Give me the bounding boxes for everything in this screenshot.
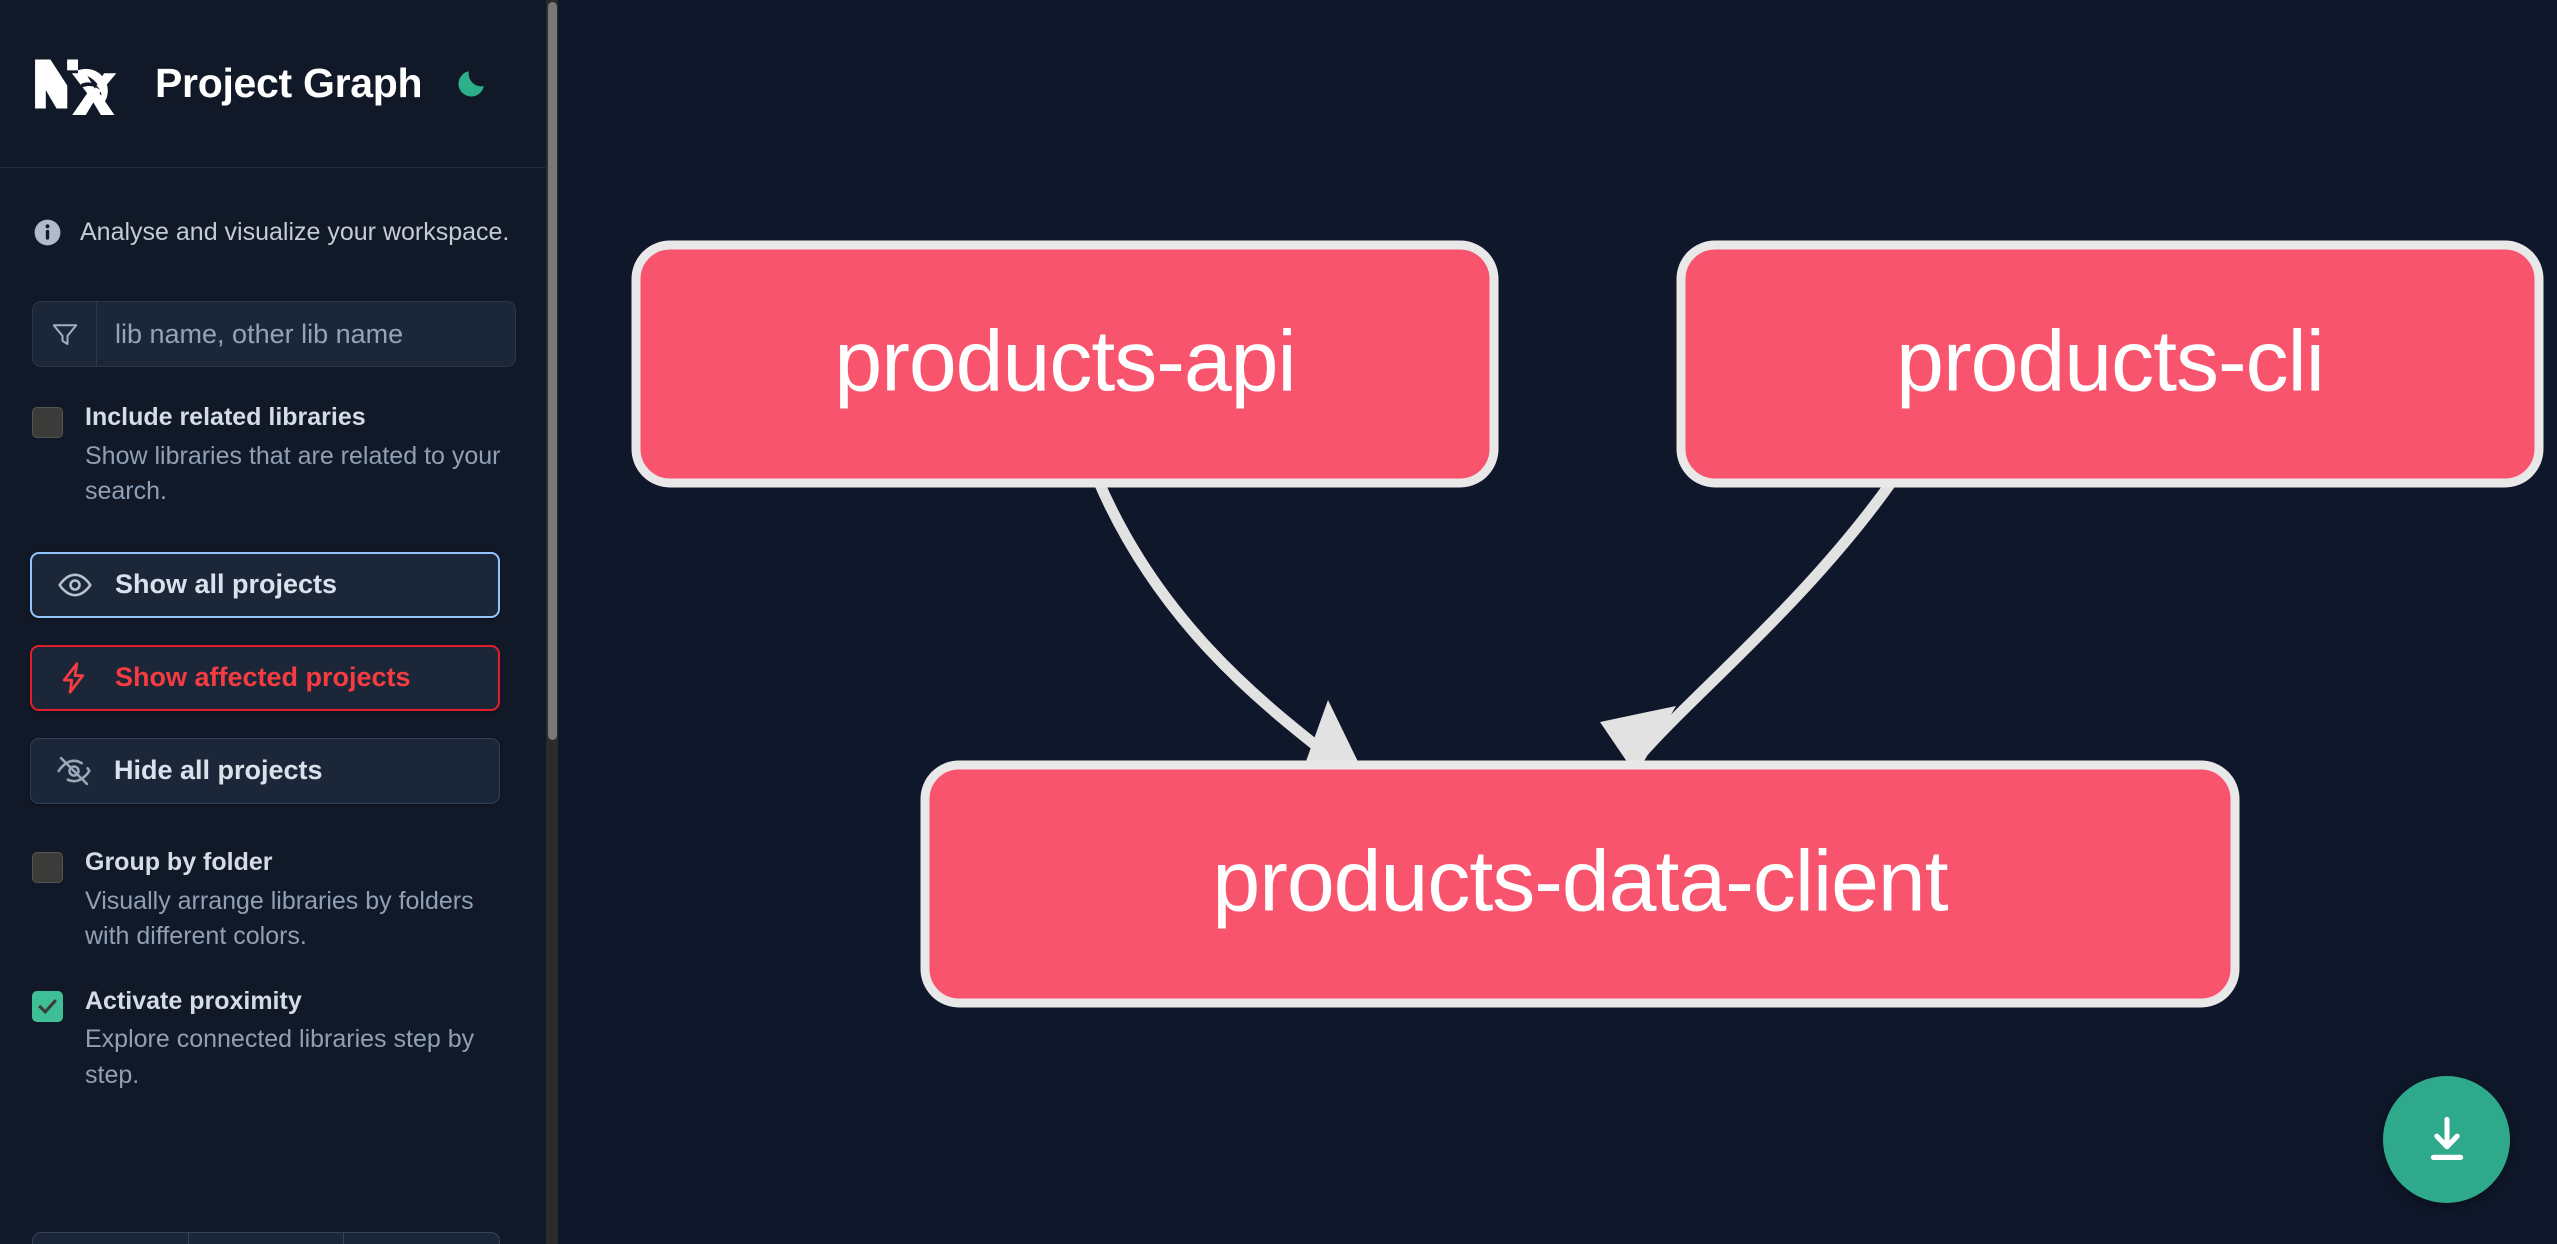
workspace-tagline: Analyse and visualize your workspace. — [0, 212, 548, 252]
arrowhead-products-cli — [1600, 706, 1676, 775]
proximity-segmented-control[interactable] — [32, 1232, 500, 1244]
node-products-cli-label: products-cli — [1896, 314, 2324, 410]
nx-logo — [35, 58, 117, 115]
filter-glyph — [52, 324, 77, 345]
option-text-group: Group by folder Visually arrange librari… — [85, 846, 516, 955]
option-text-group: Include related libraries Show libraries… — [85, 401, 516, 510]
node-products-cli[interactable]: products-cli — [1676, 240, 2544, 488]
segmented-item[interactable] — [189, 1233, 345, 1244]
group-by-folder-checkbox[interactable] — [32, 851, 63, 883]
project-graph-svg: products-api products-cli products-data-… — [631, 240, 2544, 1008]
checkmark-icon — [38, 998, 57, 1014]
sidebar-scrollbar-thumb[interactable] — [548, 2, 557, 740]
moon-glyph — [458, 70, 484, 97]
graph-canvas[interactable]: products-api products-cli products-data-… — [558, 0, 2557, 1244]
segmented-item[interactable] — [344, 1233, 499, 1244]
sidebar-header: Project Graph — [0, 0, 548, 168]
node-products-data-client-label: products-data-client — [1212, 834, 1948, 930]
search-input[interactable] — [97, 302, 515, 366]
option-label: Group by folder — [85, 847, 273, 876]
filter-icon — [33, 302, 97, 366]
sidebar: Project Graph Analyse and visualize your… — [0, 0, 558, 1244]
lightning-icon — [62, 662, 85, 694]
hide-all-projects-button[interactable]: Hide all projects — [30, 737, 500, 804]
arrowhead-products-api — [1300, 700, 1363, 778]
node-products-data-client[interactable]: products-data-client — [920, 760, 2240, 1008]
node-products-data-client-shape[interactable] — [920, 760, 2240, 1008]
node-products-api-label: products-api — [834, 314, 1295, 410]
node-products-api[interactable]: products-api — [631, 240, 1499, 488]
node-products-cli-shape[interactable] — [1676, 240, 2544, 488]
edge-products-cli-to-products-data-client[interactable] — [1637, 474, 1899, 758]
option-description: Visually arrange libraries by folders wi… — [85, 886, 474, 951]
option-activate-proximity[interactable]: Activate proximity Explore connected lib… — [0, 985, 548, 1094]
search-box[interactable] — [32, 301, 516, 367]
download-icon — [2430, 1116, 2463, 1160]
option-description: Explore connected libraries step by step… — [85, 1025, 475, 1089]
graph-edges — [1092, 474, 1899, 778]
option-label: Activate proximity — [85, 986, 302, 1015]
option-group-by-folder[interactable]: Group by folder Visually arrange librari… — [0, 846, 548, 955]
show-affected-projects-button[interactable]: Show affected projects — [30, 644, 500, 711]
moon-icon[interactable] — [450, 63, 492, 105]
download-image-button[interactable] — [2383, 1076, 2510, 1203]
graph-nodes: products-api products-cli products-data-… — [631, 240, 2544, 1008]
project-visibility-buttons: Show all projects Show affected projects… — [0, 551, 548, 804]
info-icon — [34, 219, 61, 245]
tagline-text: Analyse and visualize your workspace. — [80, 217, 510, 246]
include-related-libraries-checkbox[interactable] — [32, 407, 63, 438]
option-include-related-libraries[interactable]: Include related libraries Show libraries… — [0, 401, 548, 510]
option-description: Show libraries that are related to your … — [85, 441, 501, 506]
eye-off-icon — [57, 756, 91, 785]
segmented-item[interactable] — [33, 1233, 189, 1244]
sidebar-scrollbar[interactable] — [546, 0, 558, 1244]
show-all-projects-button[interactable]: Show all projects — [30, 551, 500, 618]
show-affected-projects-label: Show affected projects — [115, 662, 411, 693]
eye-icon — [58, 573, 92, 597]
option-label: Include related libraries — [85, 403, 366, 431]
option-text-group: Activate proximity Explore connected lib… — [85, 985, 516, 1094]
edge-products-api-to-products-data-client[interactable] — [1092, 474, 1334, 761]
hide-all-projects-label: Hide all projects — [114, 755, 323, 786]
activate-proximity-checkbox[interactable] — [32, 990, 63, 1022]
sidebar-content: Project Graph Analyse and visualize your… — [0, 0, 548, 1244]
page-title: Project Graph — [155, 60, 423, 106]
node-products-api-shape[interactable] — [631, 240, 1499, 488]
show-all-projects-label: Show all projects — [115, 569, 338, 600]
